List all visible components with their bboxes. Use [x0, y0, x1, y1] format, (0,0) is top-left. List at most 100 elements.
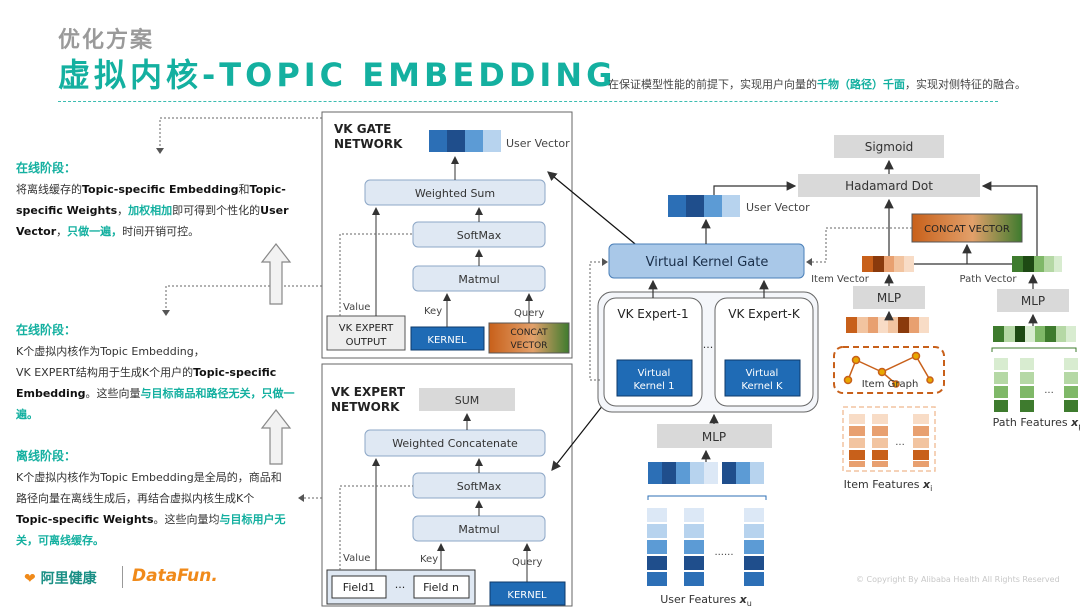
right-dotted-connectors	[589, 227, 912, 381]
offline-stage-text: 离线阶段： K个虚拟内核作为Topic Embedding是全局的，商品和路径向…	[16, 446, 316, 551]
header-divider	[58, 101, 998, 102]
item-features-dashed-box	[842, 406, 936, 472]
logo-separator	[122, 566, 123, 588]
vk-expert-ellipsis: ···	[703, 341, 714, 354]
gate-softmax-skip-connector	[339, 233, 413, 316]
gate-concat-line1: CONCAT	[510, 328, 548, 338]
expert-arrows	[372, 413, 531, 582]
fields-ellipsis: ···	[395, 581, 406, 594]
hadamard-box	[798, 174, 980, 197]
online-stage-1-text: 在线阶段： 将离线缓存的Topic-specific Embedding和Top…	[16, 158, 316, 242]
right-arrows	[648, 159, 1038, 462]
item-mlp-box	[853, 286, 925, 309]
online-stage-2-text: 在线阶段： K个虚拟内核作为Topic Embedding，VK EXPERT结…	[16, 320, 316, 425]
expert-key-label: Key	[420, 554, 438, 565]
connector-arrowhead	[806, 258, 812, 266]
connector-arrowhead	[602, 258, 608, 266]
right-user-vector-label: User Vector	[746, 201, 810, 214]
user-feature-columns	[647, 508, 764, 586]
path-features-ellipsis: ···	[1044, 388, 1054, 399]
gate-concat-line2: VECTOR	[511, 341, 548, 351]
user-mlp-label: MLP	[702, 430, 726, 444]
path-features-label: Path Features xp	[993, 416, 1080, 431]
sigmoid-box	[834, 135, 944, 158]
vk-expert-k-label: VK Expert-K	[728, 307, 801, 321]
path-vector-bar	[1012, 256, 1062, 272]
field1-box	[331, 575, 387, 599]
vk-expert-output-line1: VK EXPERT	[339, 323, 394, 334]
online-stage-2-title: 在线阶段：	[16, 323, 77, 337]
gate-value-label: Value	[343, 302, 370, 313]
expert-matmul-label: Matmul	[458, 523, 499, 536]
expert-weighted-concat-box	[364, 429, 546, 457]
gate-user-vector-label: User Vector	[506, 137, 570, 150]
item-mlp-input-bar	[846, 317, 929, 333]
expert-kernel-label: KERNEL	[507, 590, 547, 601]
item-mlp-label: MLP	[877, 291, 901, 305]
connector-arrowhead	[156, 148, 164, 154]
gate-kernel-label: KERNEL	[427, 335, 467, 346]
vk-gate-title-line1: VK GATE	[334, 122, 391, 136]
left-connectors	[159, 117, 322, 499]
path-mlp-label: MLP	[1021, 294, 1045, 308]
gate-user-vector-bar	[429, 130, 501, 152]
path-vector-label: Path Vector	[959, 274, 1017, 285]
vk-expert-output-line2: OUTPUT	[346, 337, 388, 348]
virtual-kernel-k-line1: Virtual	[746, 368, 779, 379]
gate-weighted-sum-label: Weighted Sum	[415, 187, 495, 200]
gate-arrows	[372, 156, 533, 327]
user-features-label: User Features xu	[660, 593, 752, 608]
fieldn-label: Field n	[423, 581, 459, 594]
virtual-kernel-k-line2: Kernel K	[741, 381, 783, 392]
datafun-logo: DataFun.	[132, 566, 218, 586]
hadamard-label: Hadamard Dot	[845, 179, 933, 193]
connector-arrowhead	[162, 310, 170, 316]
expert-softmax-label: SoftMax	[457, 480, 502, 493]
heart-icon: ❤	[24, 571, 36, 587]
offline-stage-title: 离线阶段：	[16, 449, 77, 463]
item-features-label: Item Features xi	[844, 478, 933, 493]
expert-sum-box	[419, 388, 515, 411]
flow-up-arrow-1	[260, 243, 292, 305]
connector-arrowhead	[298, 494, 304, 502]
vk-expert-title-line2: NETWORK	[331, 400, 400, 414]
virtual-kernel-gate-label: Virtual Kernel Gate	[646, 255, 769, 270]
item-graph-label: Item Graph	[862, 379, 919, 390]
item-graph-box	[833, 346, 945, 394]
gate-softmax-label: SoftMax	[457, 229, 502, 242]
expert-weighted-concat-label: Weighted Concatenate	[392, 437, 518, 450]
gate-key-label: Key	[424, 306, 442, 317]
item-features-ellipsis: ···	[895, 440, 905, 451]
right-user-vector-bar	[668, 195, 740, 217]
virtual-kernel-k-box	[724, 359, 801, 397]
page-description: 在保证模型性能的前提下，实现用户向量的千物（路径）千面，实现对侧特征的融合。	[608, 78, 1026, 91]
expert-value-label: Value	[343, 553, 370, 564]
item-vector-label: Item Vector	[811, 274, 870, 285]
vk-expert-title-line1: VK EXPERT	[331, 385, 406, 399]
flow-up-arrow-2	[260, 409, 292, 465]
expert-softmax-skip-connector	[339, 485, 413, 570]
path-mlp-box	[997, 289, 1069, 312]
user-mlp-input-bar	[648, 462, 764, 484]
virtual-kernel-1-line2: Kernel 1	[634, 381, 675, 392]
vk-gate-title-line2: NETWORK	[334, 137, 403, 151]
concat-vector-label: CONCAT VECTOR	[924, 224, 1010, 235]
virtual-kernel-1-line1: Virtual	[638, 368, 671, 379]
user-mlp-box	[657, 424, 772, 448]
user-features-bracket	[647, 495, 767, 500]
field1-label: Field1	[343, 581, 375, 594]
page-subtitle: 优化方案	[58, 28, 155, 53]
path-feature-columns	[994, 358, 1078, 412]
path-mlp-input-bar	[993, 326, 1076, 342]
item-feature-columns	[849, 414, 929, 467]
gate-concat-vector-box	[488, 322, 570, 354]
user-features-ellipsis: ......	[714, 547, 733, 558]
sigmoid-label: Sigmoid	[865, 140, 914, 154]
online-stage-1-title: 在线阶段：	[16, 161, 77, 175]
vk-expert-output-box	[326, 315, 406, 351]
item-vector-bar	[862, 256, 914, 272]
page-title: 虚拟内核-TOPIC EMBEDDING	[58, 56, 617, 94]
fieldn-box	[413, 575, 470, 599]
expert-sum-label: SUM	[455, 394, 480, 407]
